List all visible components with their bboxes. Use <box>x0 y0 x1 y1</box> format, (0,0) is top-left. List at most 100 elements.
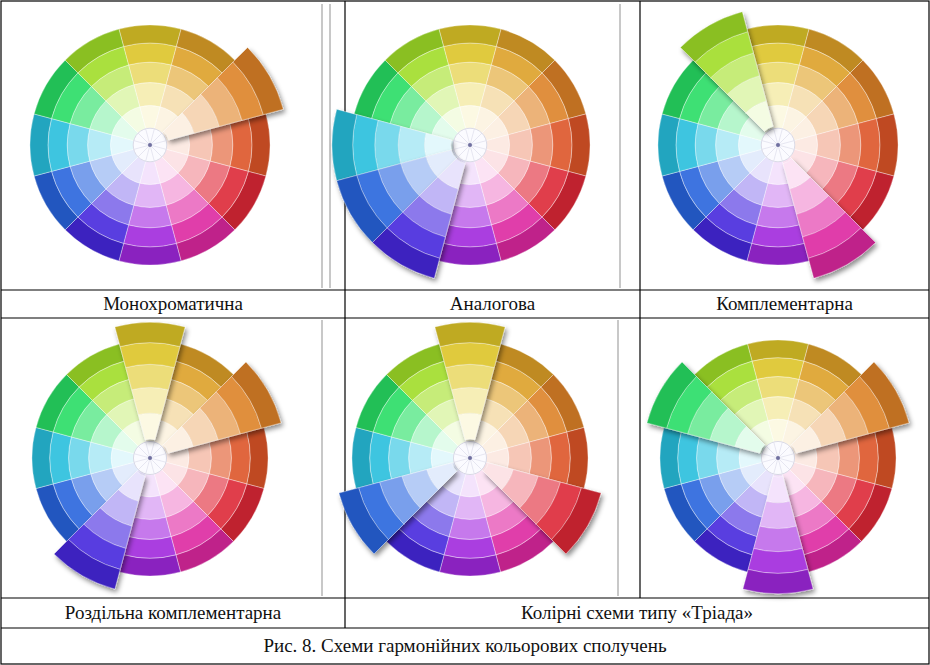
scheme-label-cell: Аналогова <box>345 290 640 318</box>
wheel-segment <box>176 344 233 387</box>
wheel-segment <box>550 119 572 172</box>
wheel-segment <box>210 124 233 167</box>
highlighted-segment <box>743 476 813 593</box>
wheel-segment <box>354 60 398 118</box>
wheel-segment <box>662 60 706 118</box>
wheel-spoke <box>778 458 782 474</box>
wheel-segment <box>858 119 880 172</box>
wheel-segment <box>452 387 489 414</box>
wheel-segment <box>804 529 861 572</box>
wheel-segment <box>352 427 373 488</box>
color-wheel <box>32 322 281 589</box>
highlighted-segment <box>483 463 601 554</box>
wheel-segment <box>757 205 800 228</box>
scheme-label-cell: Монохроматична <box>1 290 345 318</box>
wheel-spoke <box>134 458 150 462</box>
image-border <box>322 4 620 596</box>
wheel-segment <box>680 12 747 62</box>
wheel-segment <box>757 62 800 85</box>
wheel-segment <box>176 29 234 73</box>
wheel-segment <box>132 387 169 414</box>
scheme-label: Роздільна комплементарна <box>65 603 281 624</box>
wheel-spoke <box>774 129 778 145</box>
wheel-segment <box>176 217 234 261</box>
wheel-spoke <box>470 458 474 474</box>
wheel-segment <box>65 217 123 261</box>
wheel-spoke <box>146 442 150 458</box>
highlighted-segment <box>435 322 505 439</box>
wheel-segment <box>662 171 706 229</box>
wheel-segment <box>50 432 72 484</box>
wheel-segment <box>435 322 505 346</box>
wheel-segment <box>119 555 180 576</box>
wheel-segment <box>176 529 233 572</box>
wheel-segment <box>222 171 266 229</box>
wheel-center <box>453 128 487 162</box>
wheel-segment <box>120 343 180 368</box>
wheel-segment <box>233 47 283 114</box>
highlighted-segment <box>372 159 465 279</box>
wheel-segment <box>439 244 501 265</box>
wheel-segment <box>353 115 378 176</box>
wheel-segment <box>230 119 252 172</box>
wheel-segment <box>752 358 804 380</box>
wheel-segment <box>36 375 79 432</box>
wheel-segment <box>124 537 176 559</box>
highlighted-segment <box>783 159 876 279</box>
wheel-segment <box>760 501 797 528</box>
wheel-spoke <box>470 141 486 145</box>
wheel-segment <box>221 484 264 541</box>
wheel-spoke <box>778 141 794 145</box>
wheel-segment <box>119 244 181 265</box>
figure-caption: Рис. 8. Схеми гармонійних кольорових спо… <box>263 636 666 657</box>
wheel-segment <box>804 344 861 387</box>
wheel-segment <box>747 244 809 265</box>
wheel-segment <box>658 114 679 176</box>
wheel-segment <box>446 364 494 389</box>
wheel-segment <box>458 413 481 439</box>
wheel-segment <box>877 114 898 176</box>
wheel-segment <box>34 171 78 229</box>
highlighted-segment <box>647 362 765 453</box>
wheel-segment <box>30 114 51 176</box>
wheel-segment <box>695 344 752 387</box>
wheel-dot <box>468 143 472 147</box>
highlighted-segment <box>164 47 284 140</box>
wheel-segment <box>444 225 497 247</box>
wheel-segment <box>660 427 681 488</box>
wheel-segment <box>440 343 500 368</box>
wheel-center <box>133 128 167 162</box>
wheel-segment <box>552 488 602 554</box>
wheel-center <box>761 128 795 162</box>
wheel-segment <box>529 437 551 479</box>
wheel-segment <box>748 548 808 573</box>
wheel-segment <box>542 171 586 229</box>
scheme-label-cell: Комплементарна <box>640 290 929 318</box>
wheel-segment <box>449 62 492 85</box>
color-wheel <box>332 25 590 278</box>
wheel-segment <box>124 43 177 65</box>
wheel-segment <box>48 119 70 172</box>
wheel-segment <box>249 114 270 176</box>
wheel-segment <box>209 437 231 479</box>
wheel-segment <box>339 488 389 554</box>
wheel-segment <box>449 205 492 228</box>
wheel-segment <box>697 437 719 479</box>
wheel-spoke <box>150 454 166 458</box>
wheel-segment <box>372 228 439 278</box>
wheel-segment <box>439 25 501 46</box>
wheel-segment <box>541 375 584 432</box>
wheel-segment <box>496 529 553 572</box>
wheel-segment <box>743 569 813 593</box>
wheel-segment <box>389 437 411 479</box>
wheel-dot <box>776 143 780 147</box>
wheel-segment <box>496 344 553 387</box>
wheel-segment <box>549 432 571 484</box>
highlighted-segment <box>115 322 185 439</box>
wheel-segment <box>838 124 861 167</box>
wheel-segment <box>695 124 718 167</box>
wheel-segment <box>664 484 707 541</box>
wheel-segment <box>449 517 491 539</box>
wheel-segment <box>129 62 172 85</box>
wheel-segment <box>860 362 910 428</box>
